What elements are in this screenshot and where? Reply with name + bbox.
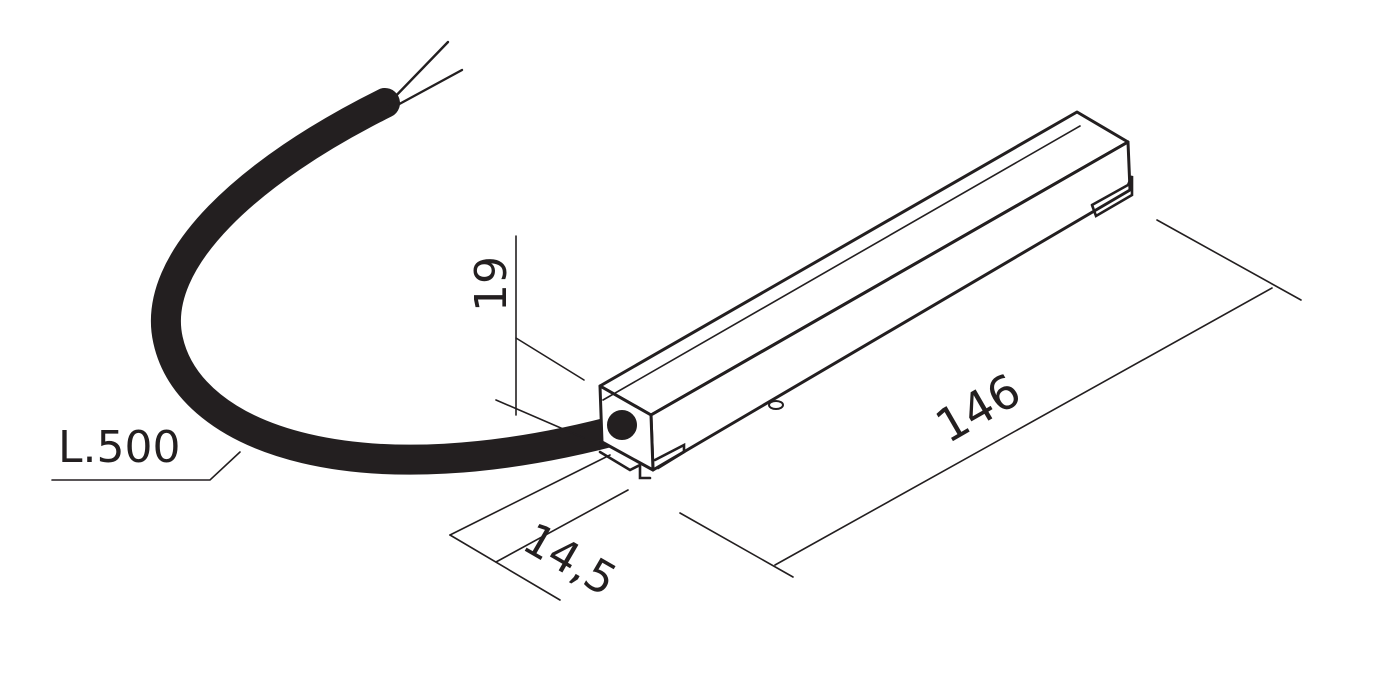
cable-wire-2 (390, 68, 464, 110)
cable-sheath (151, 88, 640, 475)
cable-wire-1 (386, 40, 450, 106)
dimension-width: 14,5 (449, 454, 629, 607)
cable-grommet (607, 410, 637, 440)
cable-length-leader (51, 451, 241, 481)
cable-length-label: L.500 (58, 422, 180, 473)
width-dim-line (449, 454, 611, 536)
length-label: 146 (927, 363, 1030, 454)
underside-bump (768, 400, 784, 410)
length-ext-right (1156, 219, 1302, 301)
width-label: 14,5 (515, 513, 625, 606)
housing-side-face (649, 140, 1132, 472)
end-clip (598, 450, 652, 480)
height-label: 19 (466, 256, 517, 312)
cable (151, 40, 640, 475)
dimension-cable-length: L.500 (51, 422, 241, 481)
housing-top-face (598, 110, 1130, 417)
width-ext-left (449, 534, 561, 601)
length-dim-line (774, 287, 1273, 566)
length-ext-left (679, 512, 794, 578)
dimension-height: 19 (466, 235, 585, 439)
housing-top-edge (649, 140, 1130, 417)
height-ext-bottom (495, 399, 585, 439)
driver-housing (598, 110, 1134, 480)
width-ext-right (495, 489, 629, 563)
far-end-clip (1090, 175, 1134, 218)
housing-bottom-edge (652, 189, 1131, 471)
housing-inner-edge (602, 125, 1081, 401)
height-ext-top (515, 337, 585, 381)
